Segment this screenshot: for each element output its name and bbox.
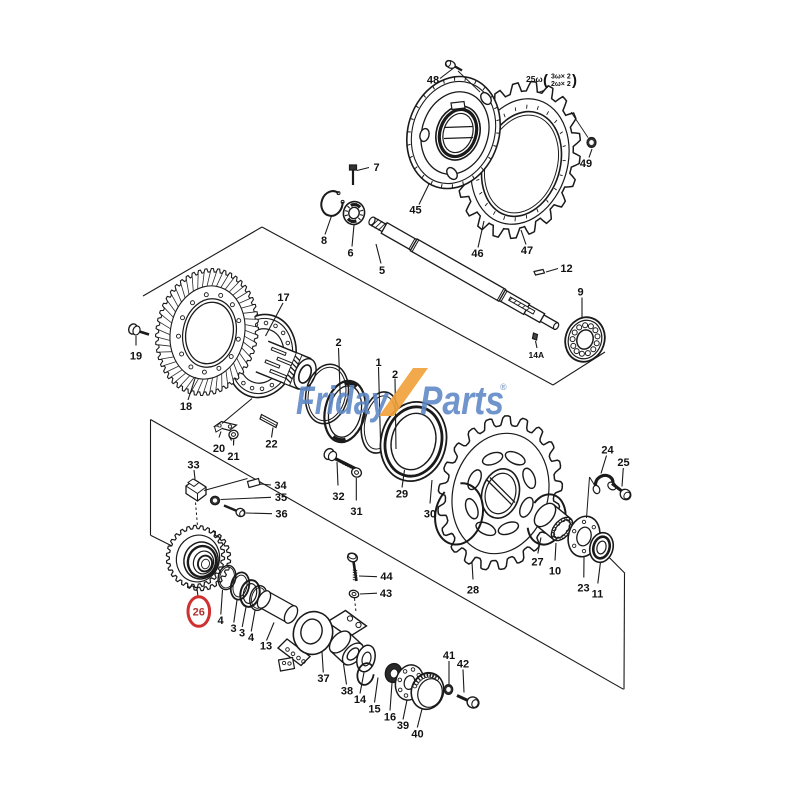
svg-text:14: 14 [354, 694, 367, 706]
svg-text:27: 27 [531, 557, 543, 569]
svg-text:(: ( [543, 72, 548, 89]
svg-text:21: 21 [227, 451, 239, 463]
svg-text:17: 17 [277, 292, 289, 304]
svg-text:25: 25 [617, 457, 629, 469]
svg-text:49: 49 [580, 158, 592, 170]
svg-text:Friday: Friday [296, 379, 389, 423]
svg-text:2ω× 2: 2ω× 2 [551, 81, 571, 88]
svg-text:19: 19 [130, 351, 142, 363]
svg-text:38: 38 [341, 686, 353, 698]
svg-text:11: 11 [592, 589, 604, 601]
svg-text:42: 42 [457, 659, 469, 671]
svg-text:43: 43 [380, 588, 392, 600]
svg-text:2: 2 [392, 369, 398, 381]
svg-text:48: 48 [427, 75, 439, 87]
svg-text:1: 1 [375, 357, 381, 369]
svg-text:24: 24 [601, 445, 614, 457]
svg-text:): ) [572, 72, 577, 89]
svg-text:5: 5 [379, 265, 385, 277]
svg-text:36: 36 [275, 509, 287, 521]
svg-text:13: 13 [260, 641, 272, 653]
svg-text:29: 29 [396, 489, 408, 501]
svg-text:35: 35 [275, 492, 287, 504]
svg-text:26: 26 [193, 607, 205, 619]
svg-text:7: 7 [373, 162, 379, 174]
svg-text:22: 22 [265, 439, 277, 451]
svg-text:31: 31 [350, 506, 362, 518]
svg-text:3: 3 [239, 628, 245, 640]
svg-text:30: 30 [424, 509, 436, 521]
svg-text:Parts: Parts [420, 379, 504, 423]
svg-text:14A: 14A [529, 350, 545, 360]
svg-text:46: 46 [471, 248, 483, 260]
svg-text:37: 37 [317, 673, 329, 685]
svg-text:8: 8 [321, 235, 327, 247]
svg-text:45: 45 [409, 205, 421, 217]
svg-text:25ω: 25ω [526, 74, 543, 84]
svg-text:20: 20 [213, 443, 225, 455]
svg-text:41: 41 [443, 650, 455, 662]
svg-text:47: 47 [521, 245, 533, 257]
svg-text:12: 12 [560, 263, 572, 275]
svg-text:9: 9 [577, 287, 583, 299]
svg-text:4: 4 [248, 632, 255, 644]
svg-text:3ω× 2: 3ω× 2 [551, 74, 571, 81]
svg-text:3: 3 [230, 623, 236, 635]
svg-text:32: 32 [332, 491, 344, 503]
svg-text:44: 44 [380, 571, 393, 583]
svg-text:40: 40 [411, 729, 423, 741]
svg-text:16: 16 [384, 712, 396, 724]
svg-text:15: 15 [368, 704, 380, 716]
svg-text:23: 23 [577, 583, 589, 595]
svg-text:4: 4 [217, 615, 224, 627]
svg-text:2: 2 [335, 337, 341, 349]
svg-text:33: 33 [187, 460, 199, 472]
svg-text:39: 39 [397, 720, 409, 732]
svg-text:®: ® [500, 382, 507, 392]
svg-text:34: 34 [274, 480, 287, 492]
svg-text:28: 28 [467, 585, 479, 597]
svg-text:10: 10 [549, 566, 561, 578]
svg-text:18: 18 [180, 401, 192, 413]
svg-text:6: 6 [347, 248, 353, 260]
